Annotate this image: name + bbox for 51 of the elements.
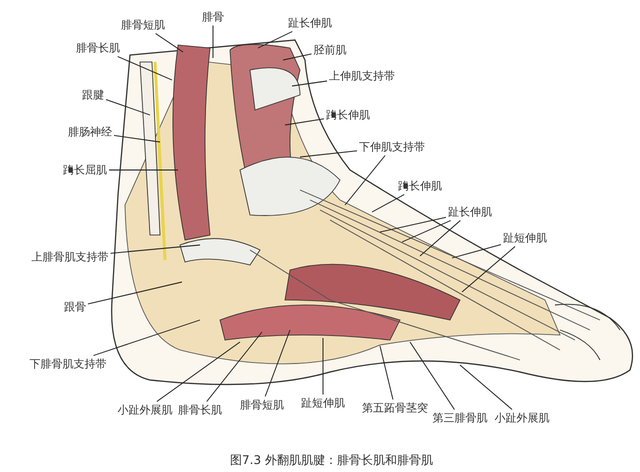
leader-line — [110, 244, 200, 254]
leader-line — [402, 220, 452, 242]
part-label: 腓骨长肌 — [76, 42, 120, 54]
leader-line — [88, 282, 182, 304]
leader-line — [372, 194, 405, 212]
part-label: 跟骨 — [64, 300, 86, 314]
part-label: 踇长伸肌 — [398, 180, 442, 192]
leader-line — [300, 150, 358, 158]
leader-line — [258, 31, 293, 48]
part-label: 踇长屈肌 — [63, 164, 107, 176]
part-label: 第三腓骨肌 — [432, 412, 488, 424]
leader-line — [206, 332, 262, 402]
leader-line — [462, 246, 516, 292]
leader-line — [106, 99, 150, 116]
leader-line — [322, 338, 324, 395]
part-label: 胫前肌 — [314, 44, 346, 56]
part-label: 趾长伸肌 — [288, 16, 332, 30]
leader-line — [282, 53, 312, 60]
part-label: 腓骨长肌 — [178, 404, 222, 416]
part-label: 腓肠神经 — [68, 126, 112, 138]
part-label: 趾短伸肌 — [503, 232, 547, 244]
part-label: 趾短伸肌 — [301, 396, 345, 410]
part-label: 小趾外展肌 — [494, 412, 550, 424]
leader-line — [410, 342, 455, 410]
leader-line — [155, 33, 184, 52]
part-label: 踇长伸肌 — [326, 108, 370, 122]
leader-line — [93, 320, 200, 356]
leader-line — [380, 346, 394, 400]
part-label: 腓骨 — [202, 10, 224, 24]
part-label: 第五跖骨茎突 — [362, 402, 428, 414]
leader-line — [284, 118, 324, 126]
part-label: 腓骨短肌 — [240, 398, 284, 412]
leader-line — [380, 216, 446, 232]
leader-line — [212, 25, 214, 58]
leader-line — [292, 80, 328, 86]
part-label: 腓骨短肌 — [121, 18, 165, 32]
leader-line — [156, 342, 240, 402]
figure-caption: 图7.3 外翻肌肌腱：腓骨长肌和腓骨肌 — [230, 452, 433, 469]
part-label: 跟腱 — [82, 88, 104, 102]
leader-line — [460, 364, 512, 410]
part-label: 小趾外展肌 — [118, 404, 172, 416]
part-label: 上腓骨肌支持带 — [32, 250, 108, 264]
leader-line — [452, 244, 502, 258]
part-label: 趾长伸肌 — [448, 206, 492, 218]
part-label: 下腓骨肌支持带 — [30, 358, 106, 370]
leader-line — [114, 134, 160, 142]
leader-line — [420, 220, 461, 256]
part-label: 下伸肌支持带 — [359, 140, 425, 154]
leader-line — [264, 330, 290, 397]
part-label: 上伸肌支持带 — [329, 70, 395, 82]
leader-line — [344, 155, 386, 206]
